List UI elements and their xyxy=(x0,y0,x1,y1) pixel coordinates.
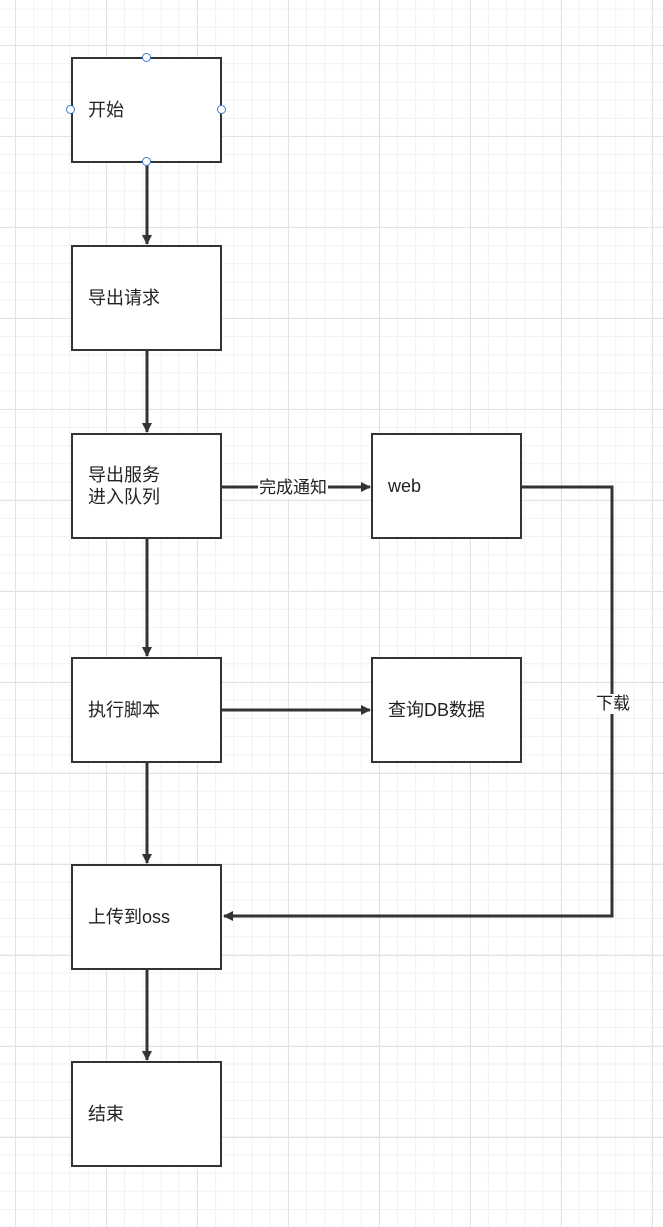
edge-label-download: 下载 xyxy=(595,694,631,714)
node-export-service-line1: 导出服务 xyxy=(88,465,160,485)
node-upload-oss[interactable]: 上传到oss xyxy=(71,864,222,970)
node-query-db[interactable]: 查询DB数据 xyxy=(371,657,522,763)
node-start[interactable]: 开始 xyxy=(71,57,222,163)
node-web-label: web xyxy=(388,476,422,496)
node-upload-oss-label: 上传到oss xyxy=(88,907,171,927)
node-export-service[interactable]: 导出服务 进入队列 xyxy=(71,433,222,539)
node-web[interactable]: web xyxy=(371,433,522,539)
selection-handle-right[interactable] xyxy=(217,105,226,114)
selection-handle-left[interactable] xyxy=(66,105,75,114)
selection-handle-bottom[interactable] xyxy=(142,157,151,166)
node-query-db-label: 查询DB数据 xyxy=(388,700,486,720)
node-run-script[interactable]: 执行脚本 xyxy=(71,657,222,763)
node-end-label: 结束 xyxy=(88,1104,124,1124)
node-export-service-line2: 进入队列 xyxy=(88,487,160,507)
node-end[interactable]: 结束 xyxy=(71,1061,222,1167)
selection-handle-top[interactable] xyxy=(142,53,151,62)
node-export-request-label: 导出请求 xyxy=(88,288,160,308)
node-export-request[interactable]: 导出请求 xyxy=(71,245,222,351)
node-run-script-label: 执行脚本 xyxy=(88,700,160,720)
edge-label-notify: 完成通知 xyxy=(258,478,328,498)
node-start-label: 开始 xyxy=(88,100,124,120)
